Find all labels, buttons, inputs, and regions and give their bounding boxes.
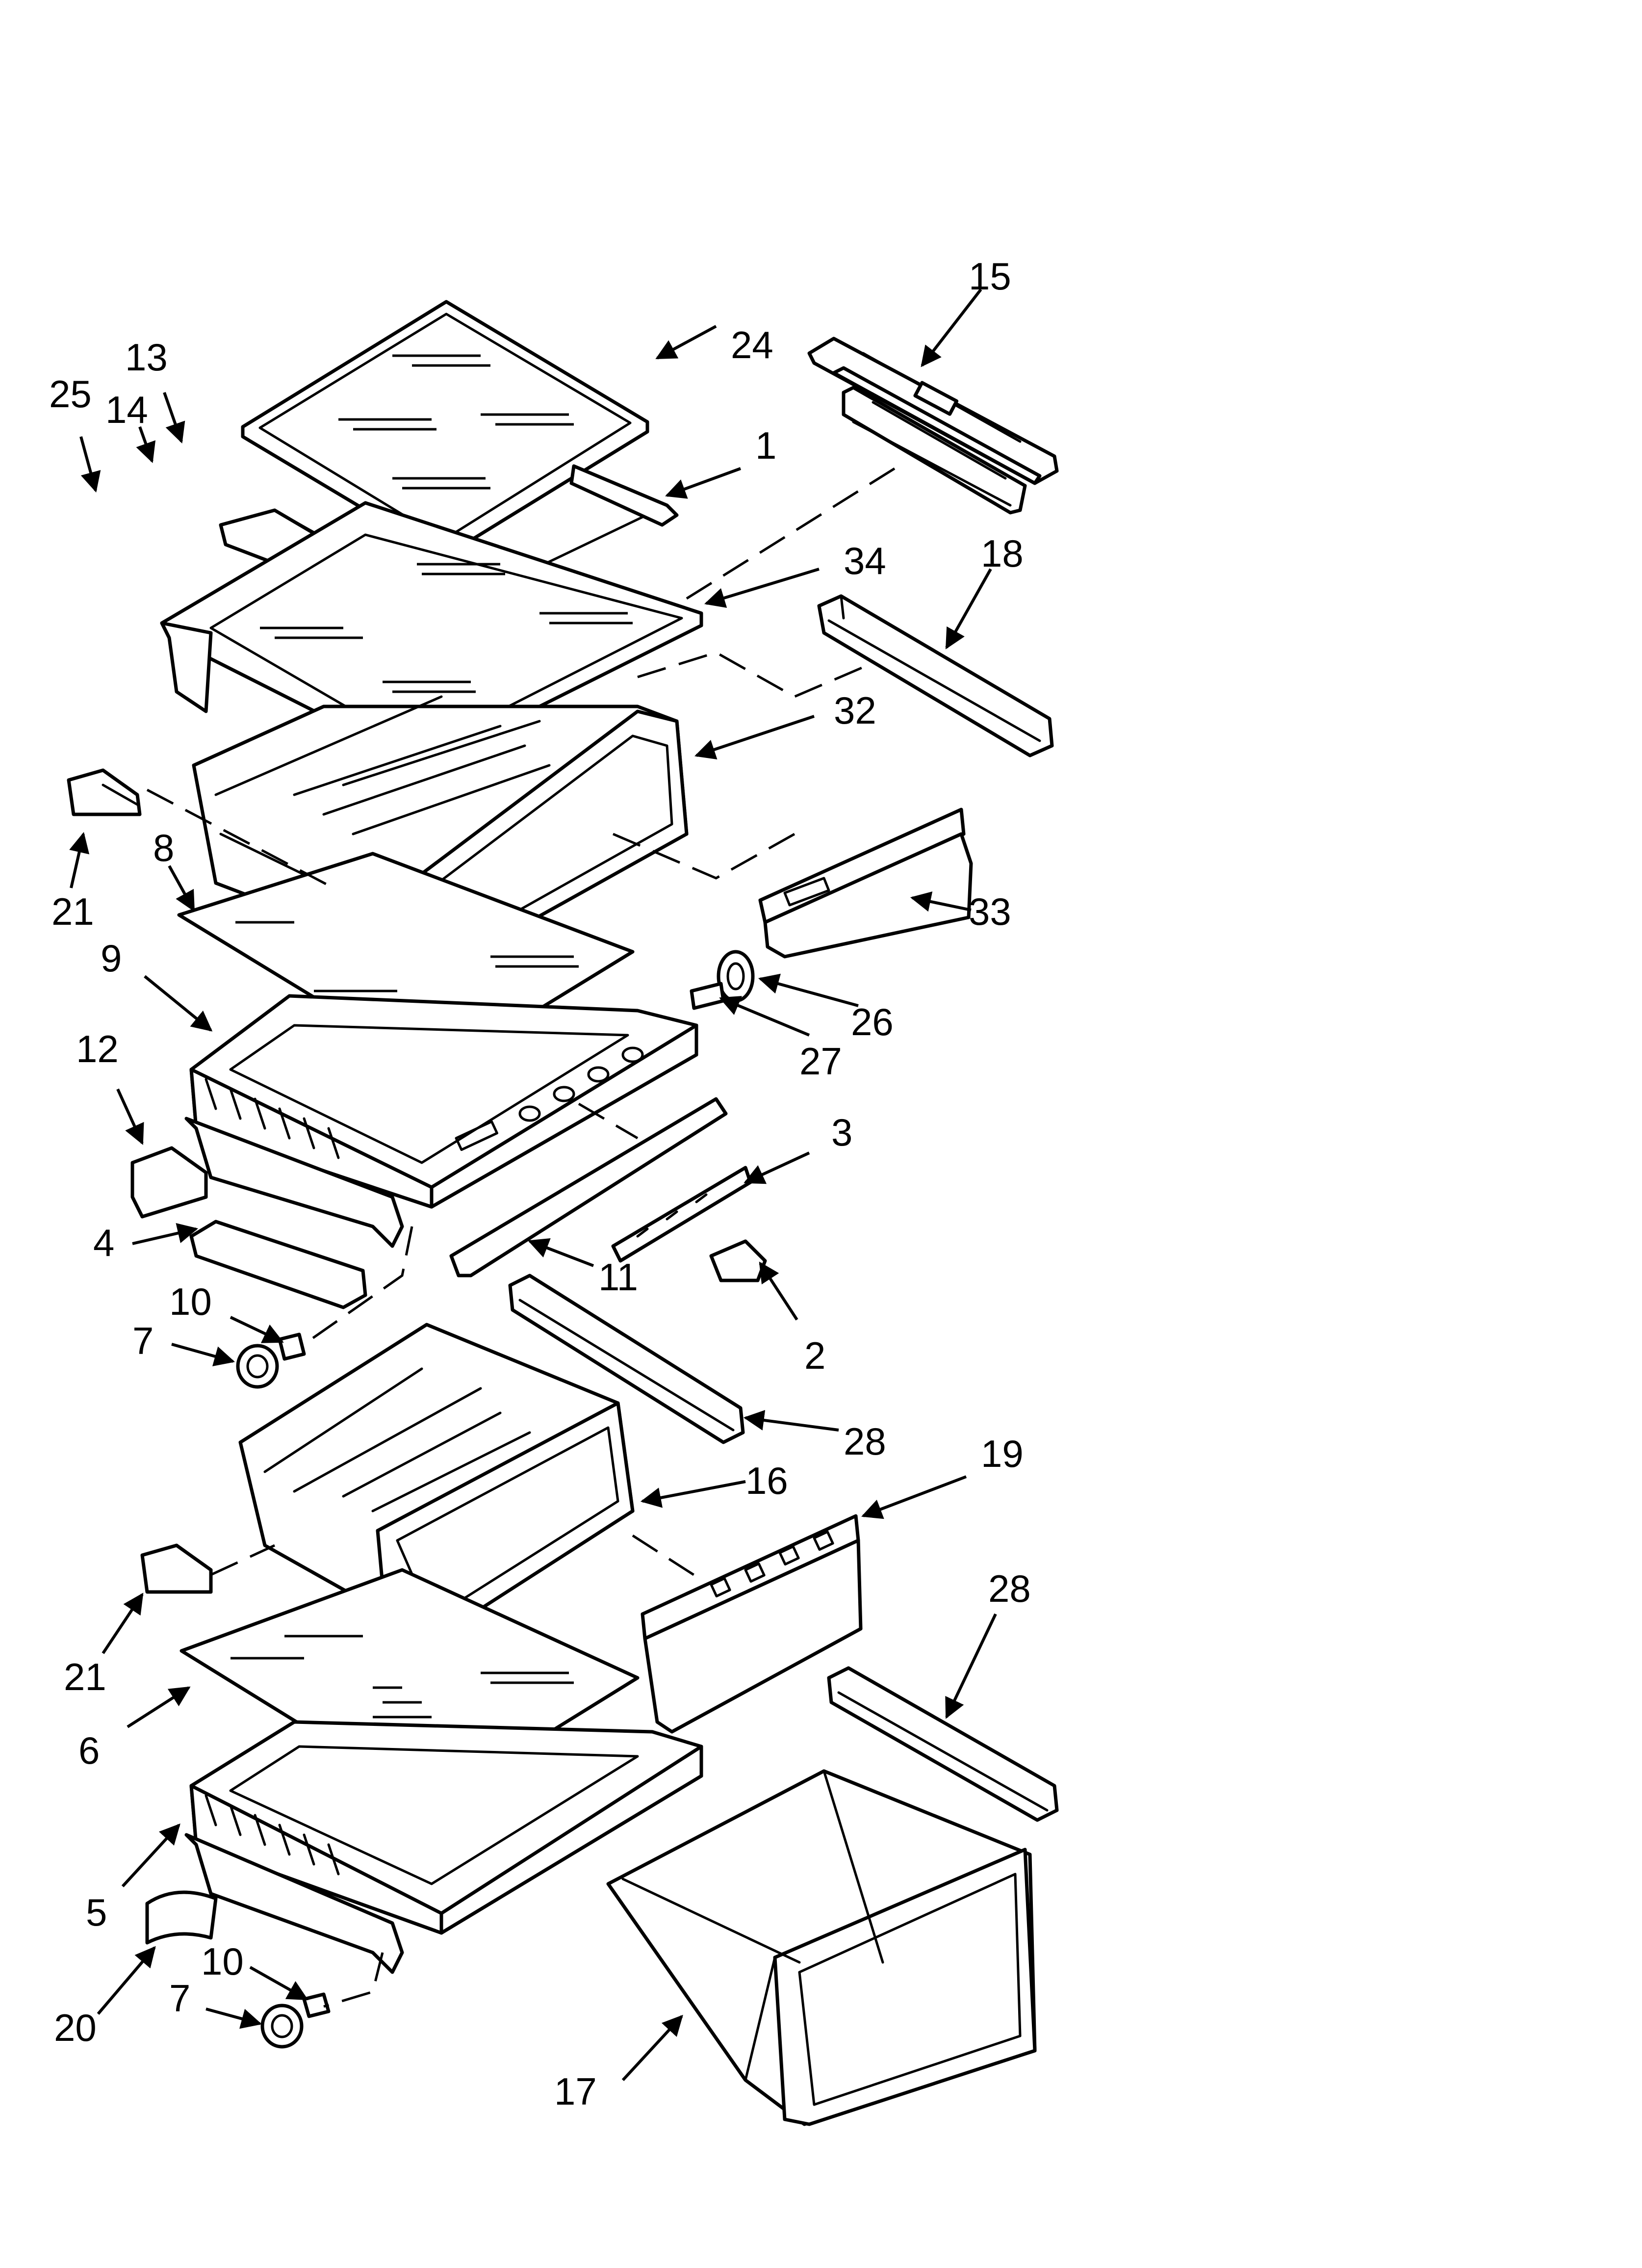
callout-4: 4	[93, 1221, 114, 1264]
callout-21-lower: 21	[64, 1655, 106, 1698]
callout-24: 24	[731, 323, 773, 366]
callout-13: 13	[125, 336, 168, 379]
callout-14: 14	[105, 388, 148, 431]
part-2-clip	[709, 1239, 767, 1282]
callout-2: 2	[804, 1334, 825, 1377]
part-20-cap	[145, 1890, 218, 1945]
part-11-trim-bar	[449, 1097, 728, 1277]
part-19-drawer-front	[641, 1514, 863, 1734]
callout-32: 32	[834, 689, 876, 732]
callout-18: 18	[981, 532, 1024, 575]
callout-12: 12	[76, 1027, 119, 1070]
callout-27: 27	[799, 1040, 842, 1083]
callout-25: 25	[49, 372, 92, 416]
callout-9: 9	[101, 937, 122, 980]
alignment-lines	[146, 462, 903, 2008]
part-4-trim	[189, 1220, 367, 1309]
callout-20: 20	[54, 2006, 97, 2049]
callout-7-lower: 7	[169, 1977, 190, 2020]
callout-6: 6	[78, 1729, 100, 1772]
callout-33: 33	[969, 890, 1011, 933]
part-7-roller-upper	[236, 1344, 279, 1389]
callout-16: 16	[745, 1459, 788, 1502]
part-21-clip-upper	[67, 768, 142, 816]
callout-19: 19	[981, 1432, 1024, 1475]
part-26-roller	[717, 950, 755, 1003]
part-27-screw	[690, 982, 725, 1010]
callout-21-upper: 21	[51, 890, 94, 933]
callout-17: 17	[554, 2070, 597, 2113]
callout-7-upper: 7	[132, 1319, 154, 1362]
part-18-slide-rail	[817, 594, 1054, 757]
part-12-clip	[130, 1146, 208, 1219]
part-33-drawer-front	[758, 808, 973, 959]
part-28-slide-rail-upper	[508, 1274, 745, 1444]
callout-26: 26	[851, 1000, 894, 1043]
part-24-glass-shelf	[241, 300, 649, 559]
callout-28-lower: 28	[988, 1567, 1031, 1610]
callout-11: 11	[598, 1255, 638, 1299]
part-10-shoulder-screw-lower	[302, 1992, 331, 2018]
callout-15: 15	[969, 255, 1011, 298]
part-16-crisper-drawer	[238, 1323, 635, 1645]
callout-10-lower: 10	[201, 1940, 244, 1983]
callout-3: 3	[831, 1111, 852, 1154]
part-17-bottom-drawer	[606, 1769, 1037, 2126]
part-15-slide-rail-assembly	[807, 337, 1059, 515]
callout-10-upper: 10	[169, 1280, 212, 1323]
part-10-shoulder-screw-upper	[278, 1332, 306, 1361]
callout-5: 5	[86, 1891, 107, 1934]
part-5-crisper-frame	[184, 1720, 703, 1974]
part-9-crisper-frame	[184, 994, 698, 1248]
part-7-roller-lower	[260, 2004, 304, 2049]
callout-34: 34	[844, 539, 886, 582]
part-28-slide-rail-lower	[827, 1666, 1059, 1822]
callout-labels: 15 24 13 25 14 1 34 18 32 21 8 33 9 26 2…	[49, 255, 1031, 2113]
callout-8: 8	[153, 826, 174, 869]
leader-arrows	[69, 288, 997, 2082]
part-21-clip-lower	[140, 1543, 213, 1594]
callout-1: 1	[755, 424, 776, 467]
callout-28-upper: 28	[844, 1420, 886, 1463]
